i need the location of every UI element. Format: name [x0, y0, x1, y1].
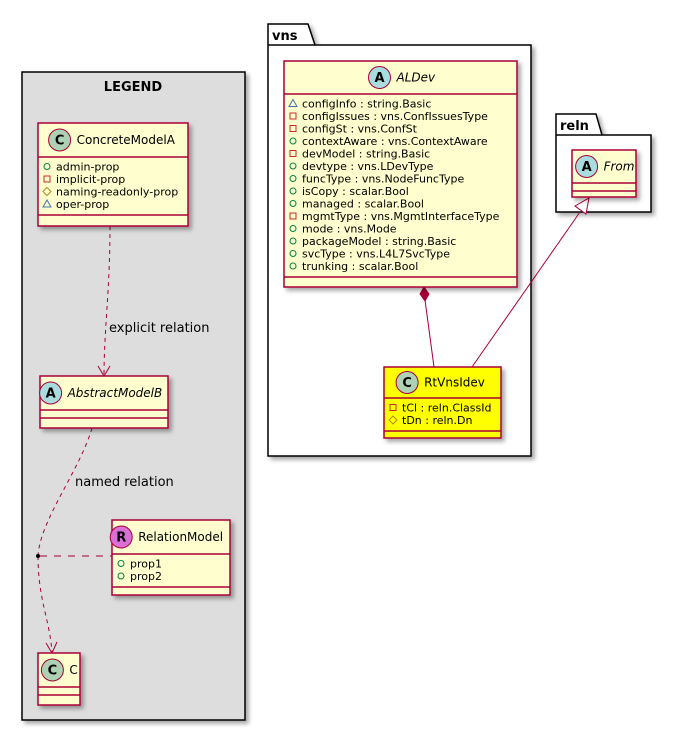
attribute-text: configInfo : string.Basic — [302, 98, 431, 111]
class-from[interactable]: A From — [571, 149, 637, 198]
class-from-stereotype-icon — [575, 155, 599, 178]
public-visibility-icon — [289, 175, 297, 182]
class-abstract-model-b-title: AbstractModelB — [67, 386, 163, 400]
class-c-title: C — [69, 663, 77, 677]
public-visibility-icon — [289, 250, 297, 257]
inheritance-edge — [471, 197, 590, 368]
public-visibility-icon — [117, 572, 125, 580]
relation-junction-point — [36, 554, 40, 558]
public-visibility-icon — [289, 262, 297, 270]
class-aldev-stereotype-icon — [368, 66, 391, 89]
private-visibility-icon — [389, 404, 397, 411]
public-visibility-icon — [289, 162, 297, 170]
public-visibility-icon — [289, 137, 297, 145]
protected-visibility-icon — [42, 186, 52, 197]
attribute-text: configSt : vns.ConfSt — [302, 123, 418, 136]
class-aldev-title: ALDev — [396, 71, 437, 85]
class-abstract-model-b-stereotype-letter: A — [46, 387, 56, 402]
private-visibility-icon — [289, 112, 297, 120]
attribute-text: implicit-prop — [56, 173, 125, 186]
private-visibility-icon — [289, 212, 297, 220]
attribute-text: trunking : scalar.Bool — [302, 260, 418, 273]
private-visibility-icon — [43, 175, 51, 183]
class-aldev-box — [283, 60, 518, 288]
public-visibility-icon — [289, 225, 297, 232]
class-c-stereotype-letter: C — [48, 664, 58, 679]
class-aldev-stereotype-letter: A — [374, 71, 384, 86]
attribute-text: prop2 — [130, 570, 162, 583]
class-concrete-model-a-stereotype-icon — [48, 128, 72, 152]
attribute-text: mode : vns.Mode — [302, 223, 397, 236]
class-abstract-model-b[interactable]: A AbstractModelB — [39, 375, 169, 429]
attribute-text: tDn : reln.Dn — [402, 414, 472, 427]
class-aldev[interactable]: A ALDev configInfo : string.BasicconfigIss… — [283, 60, 518, 288]
attribute-text: packageModel : string.Basic — [302, 235, 456, 248]
private-visibility-icon — [289, 125, 297, 132]
package-visibility-icon — [288, 98, 298, 107]
class-rtvnsldev-stereotype-letter: C — [402, 376, 412, 391]
class-from-stereotype-letter: A — [582, 160, 592, 175]
class-relation-model-title: RelationModel — [138, 530, 223, 544]
class-rtvnsldev-stereotype-icon — [395, 371, 419, 394]
composition-edge — [419, 286, 435, 368]
named-relation-label: named relation — [75, 475, 174, 490]
attribute-text: configIssues : vns.ConfIssuesType — [302, 110, 488, 123]
class-from-title: From — [604, 160, 635, 174]
attribute-text: devModel : string.Basic — [302, 148, 430, 161]
public-visibility-icon — [43, 163, 51, 170]
composition-diamond — [419, 286, 430, 302]
vns-package-title: vns — [272, 29, 298, 44]
attribute-text: oper-prop — [56, 198, 109, 211]
attribute-text: managed : scalar.Bool — [302, 198, 424, 211]
class-rtvnsldev-title: RtVnsIdev — [424, 376, 485, 390]
attribute-text: funcType : vns.NodeFuncType — [302, 173, 464, 186]
explicit-relation-label: explicit relation — [109, 321, 209, 336]
reln-package-title: reln — [560, 119, 589, 134]
attribute-text: prop1 — [130, 558, 162, 571]
class-concrete-model-a[interactable]: C ConcreteModelA admin-propimplicit-propna… — [37, 122, 189, 227]
attribute-text: tCl : reln.ClassId — [402, 402, 492, 415]
class-abstract-model-b-box — [39, 375, 169, 429]
attribute-text: naming-readonly-prop — [56, 186, 178, 199]
class-c-stereotype-icon — [40, 658, 64, 682]
attribute-text: devtype : vns.LDevType — [302, 160, 434, 173]
attribute-text: contextAware : vns.ContextAware — [302, 135, 488, 148]
protected-visibility-icon — [388, 415, 398, 425]
attribute-text: isCopy : scalar.Bool — [302, 185, 409, 198]
public-visibility-icon — [289, 200, 297, 207]
package-visibility-icon — [42, 198, 52, 208]
public-visibility-icon — [289, 187, 297, 195]
class-concrete-model-a-title: ConcreteModelA — [77, 133, 176, 147]
class-abstract-model-b-stereotype-icon — [39, 381, 63, 405]
inheritance-arrowhead — [574, 197, 590, 215]
attribute-text: svcType : vns.L4L7SvcType — [302, 248, 450, 261]
public-visibility-icon — [289, 237, 297, 245]
class-relation-model-stereotype-letter: R — [116, 531, 126, 546]
legend-title: LEGEND — [104, 80, 163, 95]
public-visibility-icon — [117, 560, 125, 567]
private-visibility-icon — [289, 150, 297, 157]
class-concrete-model-a-stereotype-letter: C — [55, 134, 65, 149]
attribute-text: admin-prop — [56, 161, 119, 174]
class-relation-model-stereotype-icon — [109, 525, 133, 549]
attribute-text: mgmtType : vns.MgmtInterfaceType — [302, 210, 500, 223]
